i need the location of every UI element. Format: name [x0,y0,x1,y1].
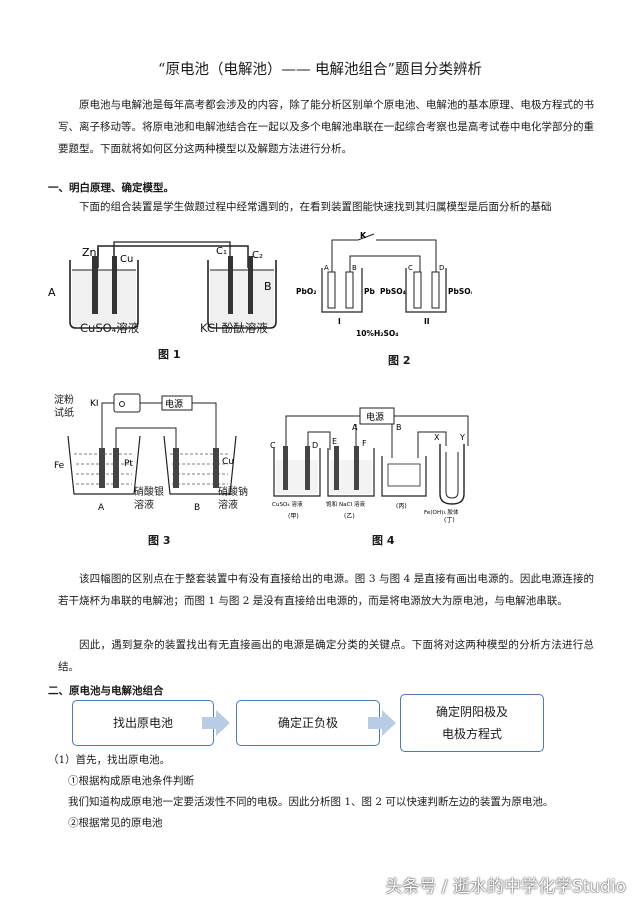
flow-arrow-icon [368,710,396,736]
fig4-label-b2n: (乙) [344,513,355,520]
step-1: （1）首先，找出原电池。 [48,754,171,766]
fig4-label-d: D [312,441,318,450]
fig2-label-pbso4-2: PbSO₄ [448,287,472,296]
fig4-label-b4: Fe(OH)₃ 胶体 [424,508,459,516]
fig2-label-a: A [324,264,329,272]
fig3-label-a: A [98,503,105,513]
fig2-caption: 图 2 [388,354,411,367]
fig4-label-f: F [362,439,367,448]
fig4-label-b2: 饱和 NaCl 溶液 [326,500,365,508]
fig1-label-a: A [48,286,56,299]
flow-step-electrode-equations: 确定阴阳极及 电极方程式 [400,694,544,752]
fig3-label-paper: 淀粉 试纸 [54,395,74,419]
fig4-label-b1n: (甲) [288,513,299,520]
fig2-label-d: D [439,264,444,272]
figure-1-diagram: Zn Cu C₁ C₂ A B [48,241,277,329]
fig4-caption: 图 4 [372,534,395,547]
fig4-label-power: 电源 [366,411,384,423]
fig3-caption: 图 3 [148,534,171,547]
fig2-label-cell1: I [338,317,341,326]
fig4-label-y: Y [459,433,465,442]
fig1-solution-left: CuSO₄溶液 [80,321,140,335]
fig4-label-b1: CuSO₄ 溶液 [272,500,303,508]
fig3-solution-left: 硝酸银 溶液 [134,487,164,511]
analysis-paragraph-2: 因此，遇到复杂的装置找出有无直接画出的电源是确定分类的关键点。下面将对这两种模型… [58,639,594,673]
fig2-label-pbso4-1: PbSO₄ [380,287,406,296]
fig4-label-e: E [332,437,337,446]
section-2-heading: 二、原电池与电解池组合 [48,685,164,697]
fig2-label-cell2: II [424,317,430,326]
fig2-label-k: K [360,231,367,240]
fig4-label-x: X [434,433,440,442]
fig3-label-power: 电源 [165,398,183,410]
figure-2-diagram: A B C D K PbO₂ Pb PbSO₄ PbSO₄ I II 10%H₂… [296,231,472,338]
page-title: “原电池（电解池）—— 电解池组合”题目分类辨析 [158,62,482,78]
fig3-label-fe: Fe [54,461,65,471]
fig1-caption: 图 1 [158,348,181,361]
fig1-label-c2: C₂ [252,250,263,261]
fig2-label-pbo2: PbO₂ [296,287,317,296]
fig3-label-ki: KI [90,399,99,409]
fig2-label-b: B [352,264,357,272]
fig4-label-c: C [270,441,276,450]
flow-arrow-icon [202,710,230,736]
fig1-label-c1: C₁ [216,246,227,257]
fig1-label-zn: Zn [82,246,97,259]
intro-paragraph: 原电池与电解池是每年高考都会涉及的内容，除了能分析区别单个原电池、电解池的基本原… [58,99,594,155]
fig2-label-acid: 10%H₂SO₄ [356,329,399,338]
flow-step-determine-poles: 确定正负极 [236,700,380,746]
section-1-lead: 下面的组合装置是学生做题过程中经常遇到的，在看到装置图能快速找到其归属模型是后面… [79,201,552,213]
fig4-label-b: B [396,423,402,432]
analysis-paragraph-1: 该四幅图的区别点在于整套装置中有没有直接给出的电源。图 3 与图 4 是直接有画… [58,573,594,607]
flow-step-find-cell: 找出原电池 [72,700,214,746]
fig1-solution-right: KCl 酚酞溶液 [200,321,268,335]
fig2-label-pb: Pb [364,287,375,296]
figure-4-diagram: 电源 A B C D E F X Y CuSO₄ 溶液 饱和 NaCl 溶液 F… [270,407,469,524]
fig1-label-b: B [264,280,272,293]
fig3-label-pt: Pt [124,459,133,469]
fig3-solution-right: 硝酸钠 溶液 [218,487,248,511]
fig3-label-cu: Cu [222,457,234,467]
step-1a-text: 我们知道构成原电池一定要活泼性不同的电极。因此分析图 1、图 2 可以快速判断左… [68,796,554,808]
figure-3-diagram: KI 电源 Fe Pt Cu A B [54,393,237,513]
section-1-heading: 一、明白原理、确定模型。 [48,182,174,194]
step-1b: ②根据常见的原电池 [68,817,163,829]
fig1-label-cu: Cu [120,254,133,265]
fig4-label-b3n: (丙) [396,503,407,510]
fig4-label-a: A [352,423,358,432]
fig3-label-b: B [194,503,200,513]
fig2-label-c: C [408,264,413,272]
fig4-label-b4n: (丁) [444,517,455,524]
watermark: 头条号 / 逝水的中学化学Studio [385,877,626,897]
step-1a: ①根据构成原电池条件判断 [68,775,194,787]
